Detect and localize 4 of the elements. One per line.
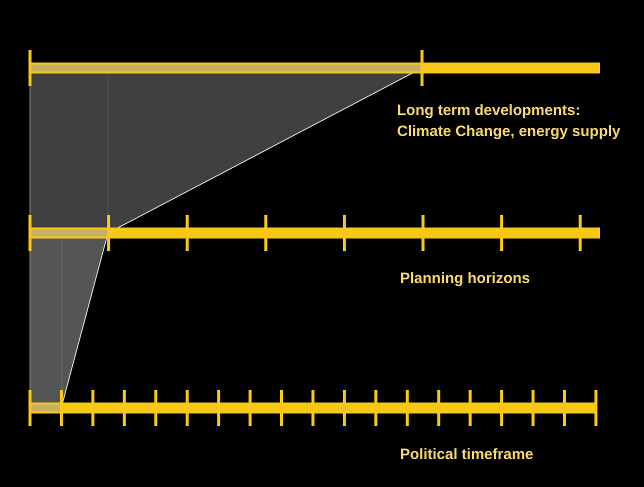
timeline-label: Planning horizons (400, 270, 530, 288)
timeline-label: Climate Change, energy supply (397, 123, 620, 141)
timeline-label: Political timeframe (400, 446, 534, 464)
timeline-label: Long term developments: (397, 102, 580, 120)
